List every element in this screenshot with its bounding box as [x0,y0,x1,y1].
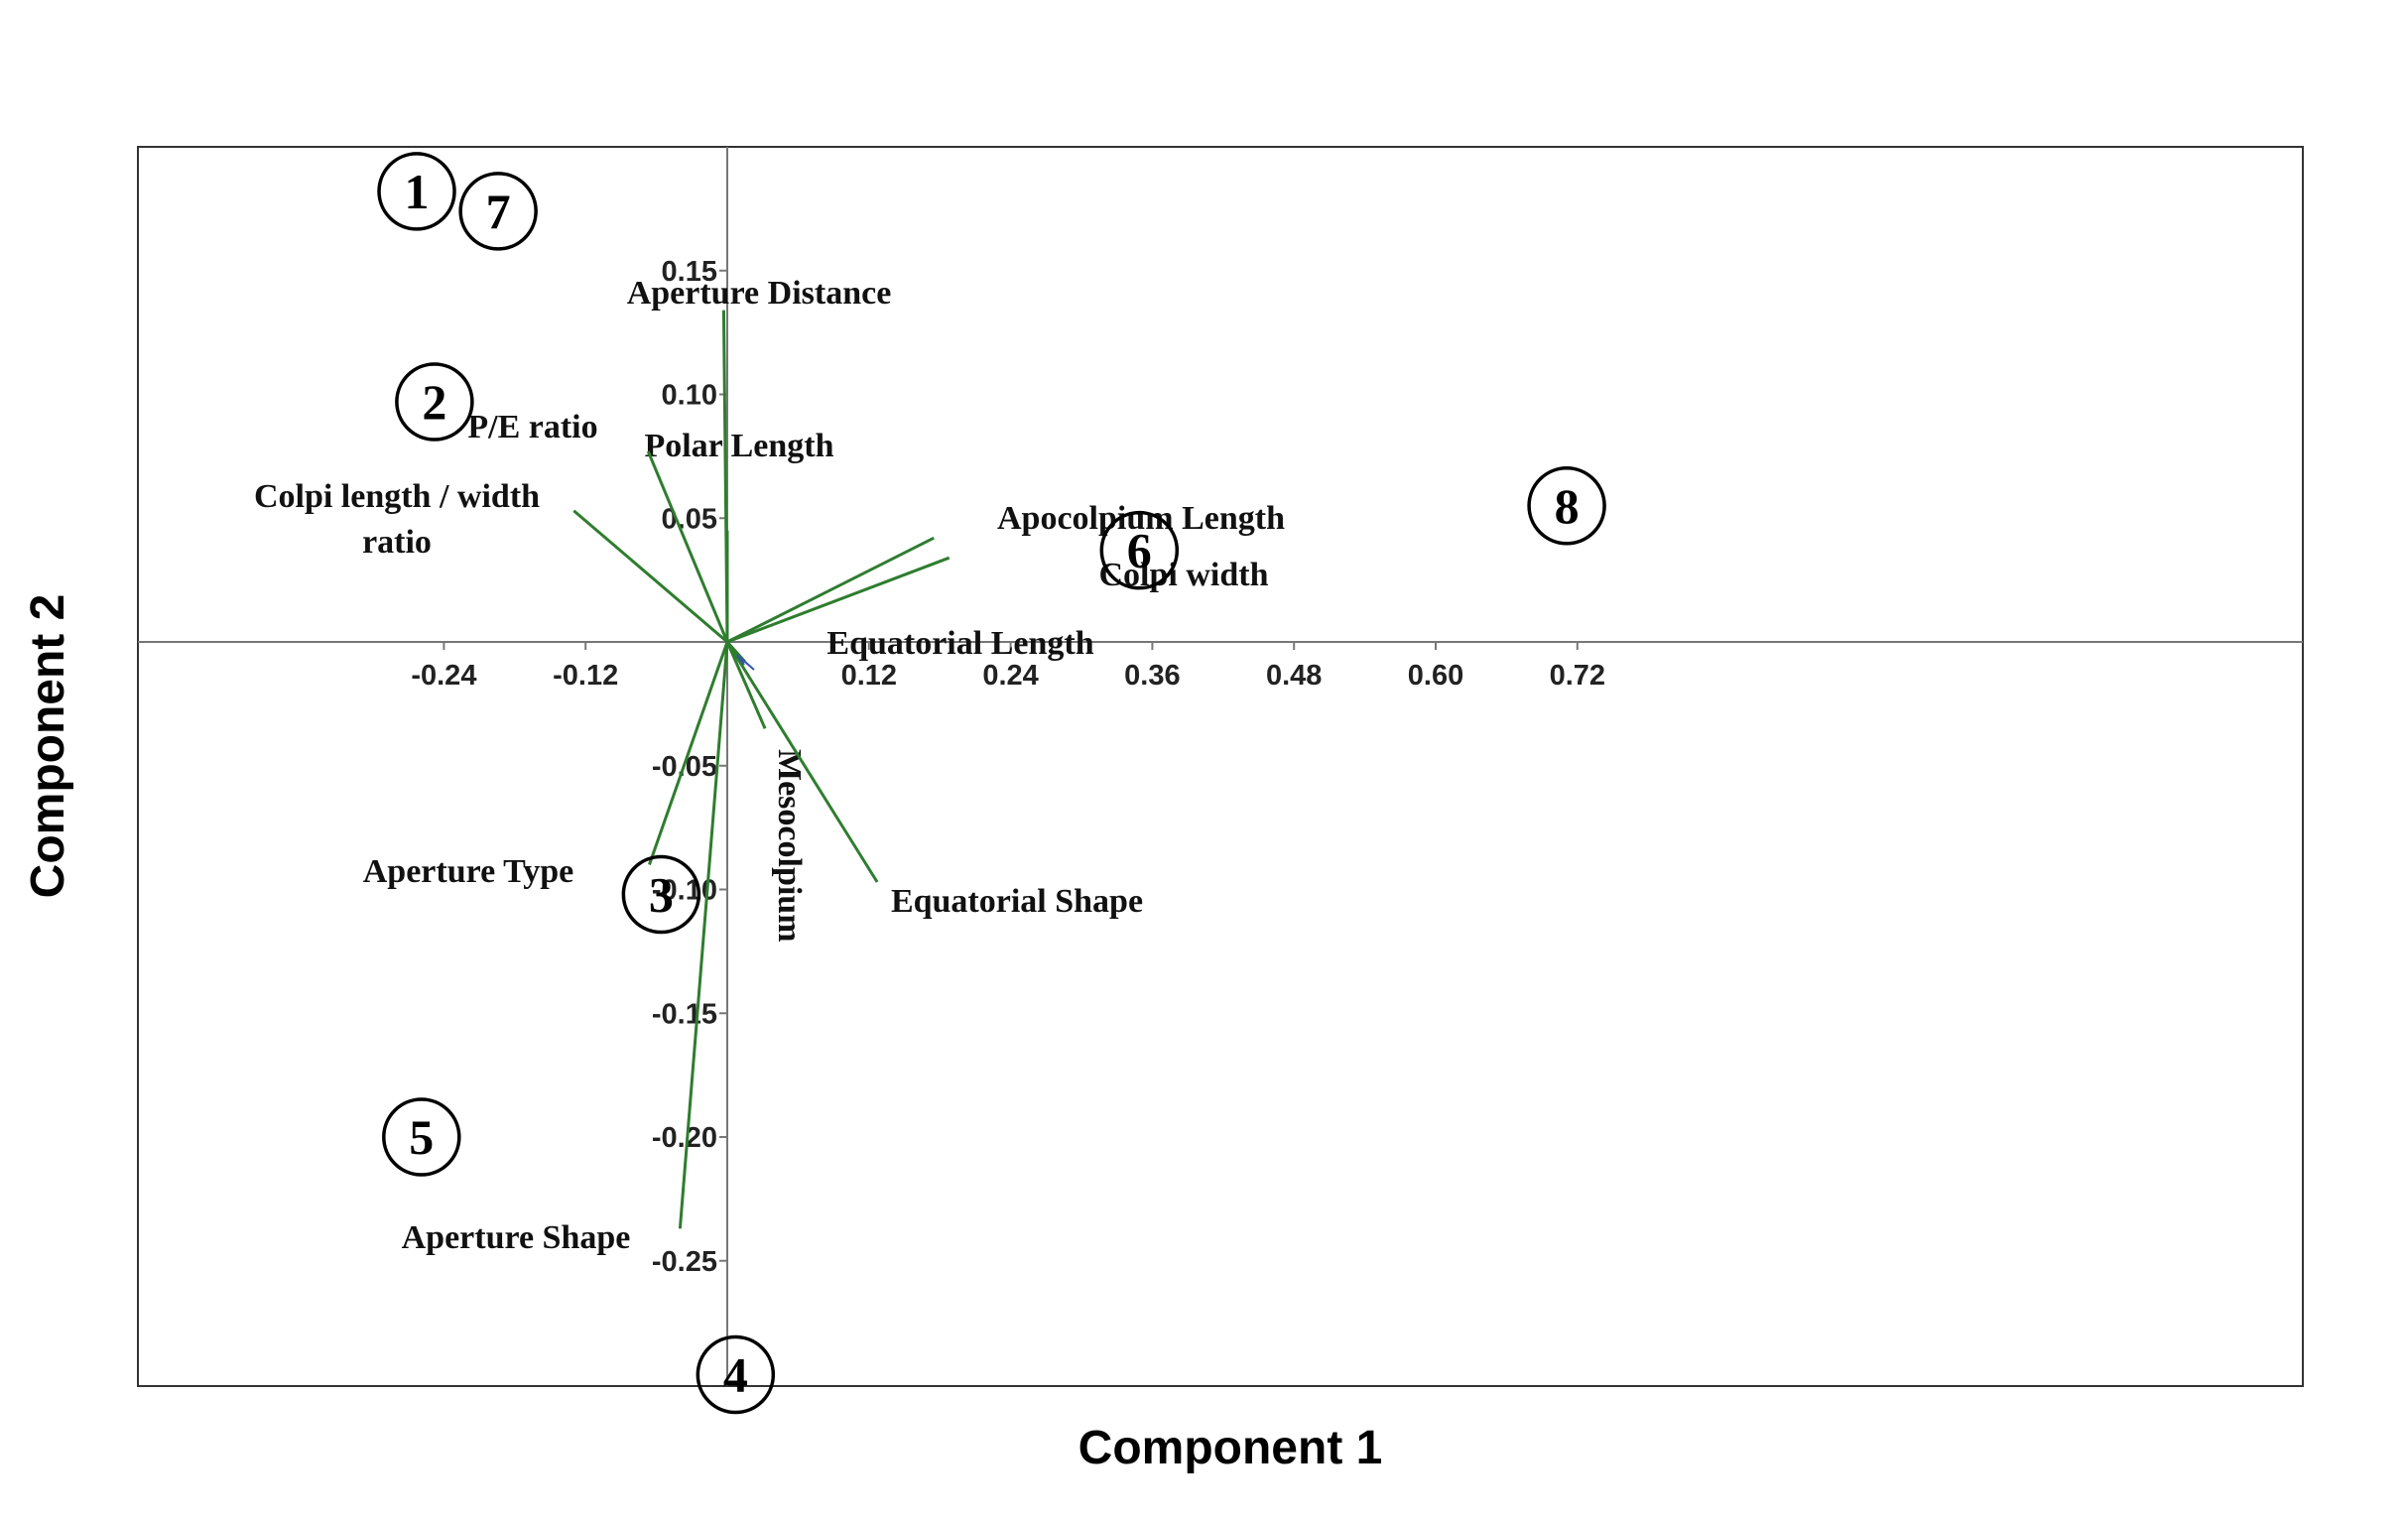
vector-label-apocolpium-length: Apocolpium Length [997,500,1285,537]
vector-label-equatorial-shape: Equatorial Shape [891,883,1143,920]
vector-label-aperture-distance: Aperture Distance [627,275,892,312]
point-label-5: 5 [409,1109,434,1165]
point-label-6: 6 [1127,523,1152,578]
x-tick-label: 0.48 [1266,660,1322,692]
vector-label-colpi-width: Colpi width [1099,557,1269,593]
x-tick-group: -0.24 -0.12 0.12 0.24 0.36 0.48 0.60 0.72 [411,642,1605,692]
vector-p-e-ratio [646,450,729,643]
point-label-3: 3 [649,866,674,922]
y-axis-title: Component 2 [22,594,74,899]
point-label-4: 4 [723,1347,748,1403]
point-marker-3 [621,854,701,935]
vector-label-aperture-shape: Aperture Shape [402,1219,631,1256]
vector-equatorial-shape [725,641,879,883]
point-marker-2 [395,362,474,442]
vector-label-polar-length: Polar Length [644,428,833,464]
x-tick-label: 0.24 [982,660,1038,692]
vector-label-mesocolpium: Mesocolpium [771,749,808,943]
y-tick-label: 0.05 [662,503,717,535]
point-marker-5 [382,1097,461,1177]
point-label-1: 1 [405,164,430,219]
vector-colpi-length-width-ratio [572,509,728,644]
y-tick-label: -0.20 [652,1122,717,1154]
vector-colpi-width [726,556,951,644]
y-tick-label: 0.15 [662,256,717,288]
sample-points: 1 7 2 6 8 3 5 4 [377,152,1606,1415]
point-marker-4 [696,1334,776,1415]
x-tick-label: 0.12 [841,660,897,692]
vector-label-equatorial-length: Equatorial Length [826,625,1093,662]
point-marker-7 [458,172,538,251]
vector-mesocolpium [725,641,767,729]
x-tick-label: -0.24 [411,660,476,692]
y-tick-label: -0.25 [652,1246,717,1278]
point-marker-1 [377,152,456,231]
x-tick-label: -0.12 [553,660,618,692]
point-marker-8 [1527,466,1606,546]
y-tick-label: -0.15 [652,998,717,1030]
y-tick-label: 0.10 [662,380,717,412]
point-label-2: 2 [422,374,446,430]
point-label-8: 8 [1555,478,1580,534]
x-tick-label: 0.36 [1124,660,1180,692]
vector-label-aperture-type: Aperture Type [363,853,573,890]
vector-label-p-e-ratio: P/E ratio [467,409,597,445]
point-marker-6 [1099,510,1180,590]
vector-aperture-type [648,641,729,866]
point-label-7: 7 [486,184,511,239]
x-tick-label: 0.72 [1550,660,1605,692]
plot-frame [137,146,2304,1387]
x-axis-title: Component 1 [1078,1422,1383,1474]
x-tick-label: 0.60 [1408,660,1463,692]
y-tick-group: 0.150.100.05-0.05-0.10-0.15-0.20-0.25 [652,256,727,1278]
vector-aperture-shape [678,641,729,1229]
vector-apocolpium-length [726,536,935,644]
origin-arrow-icon [736,654,755,671]
